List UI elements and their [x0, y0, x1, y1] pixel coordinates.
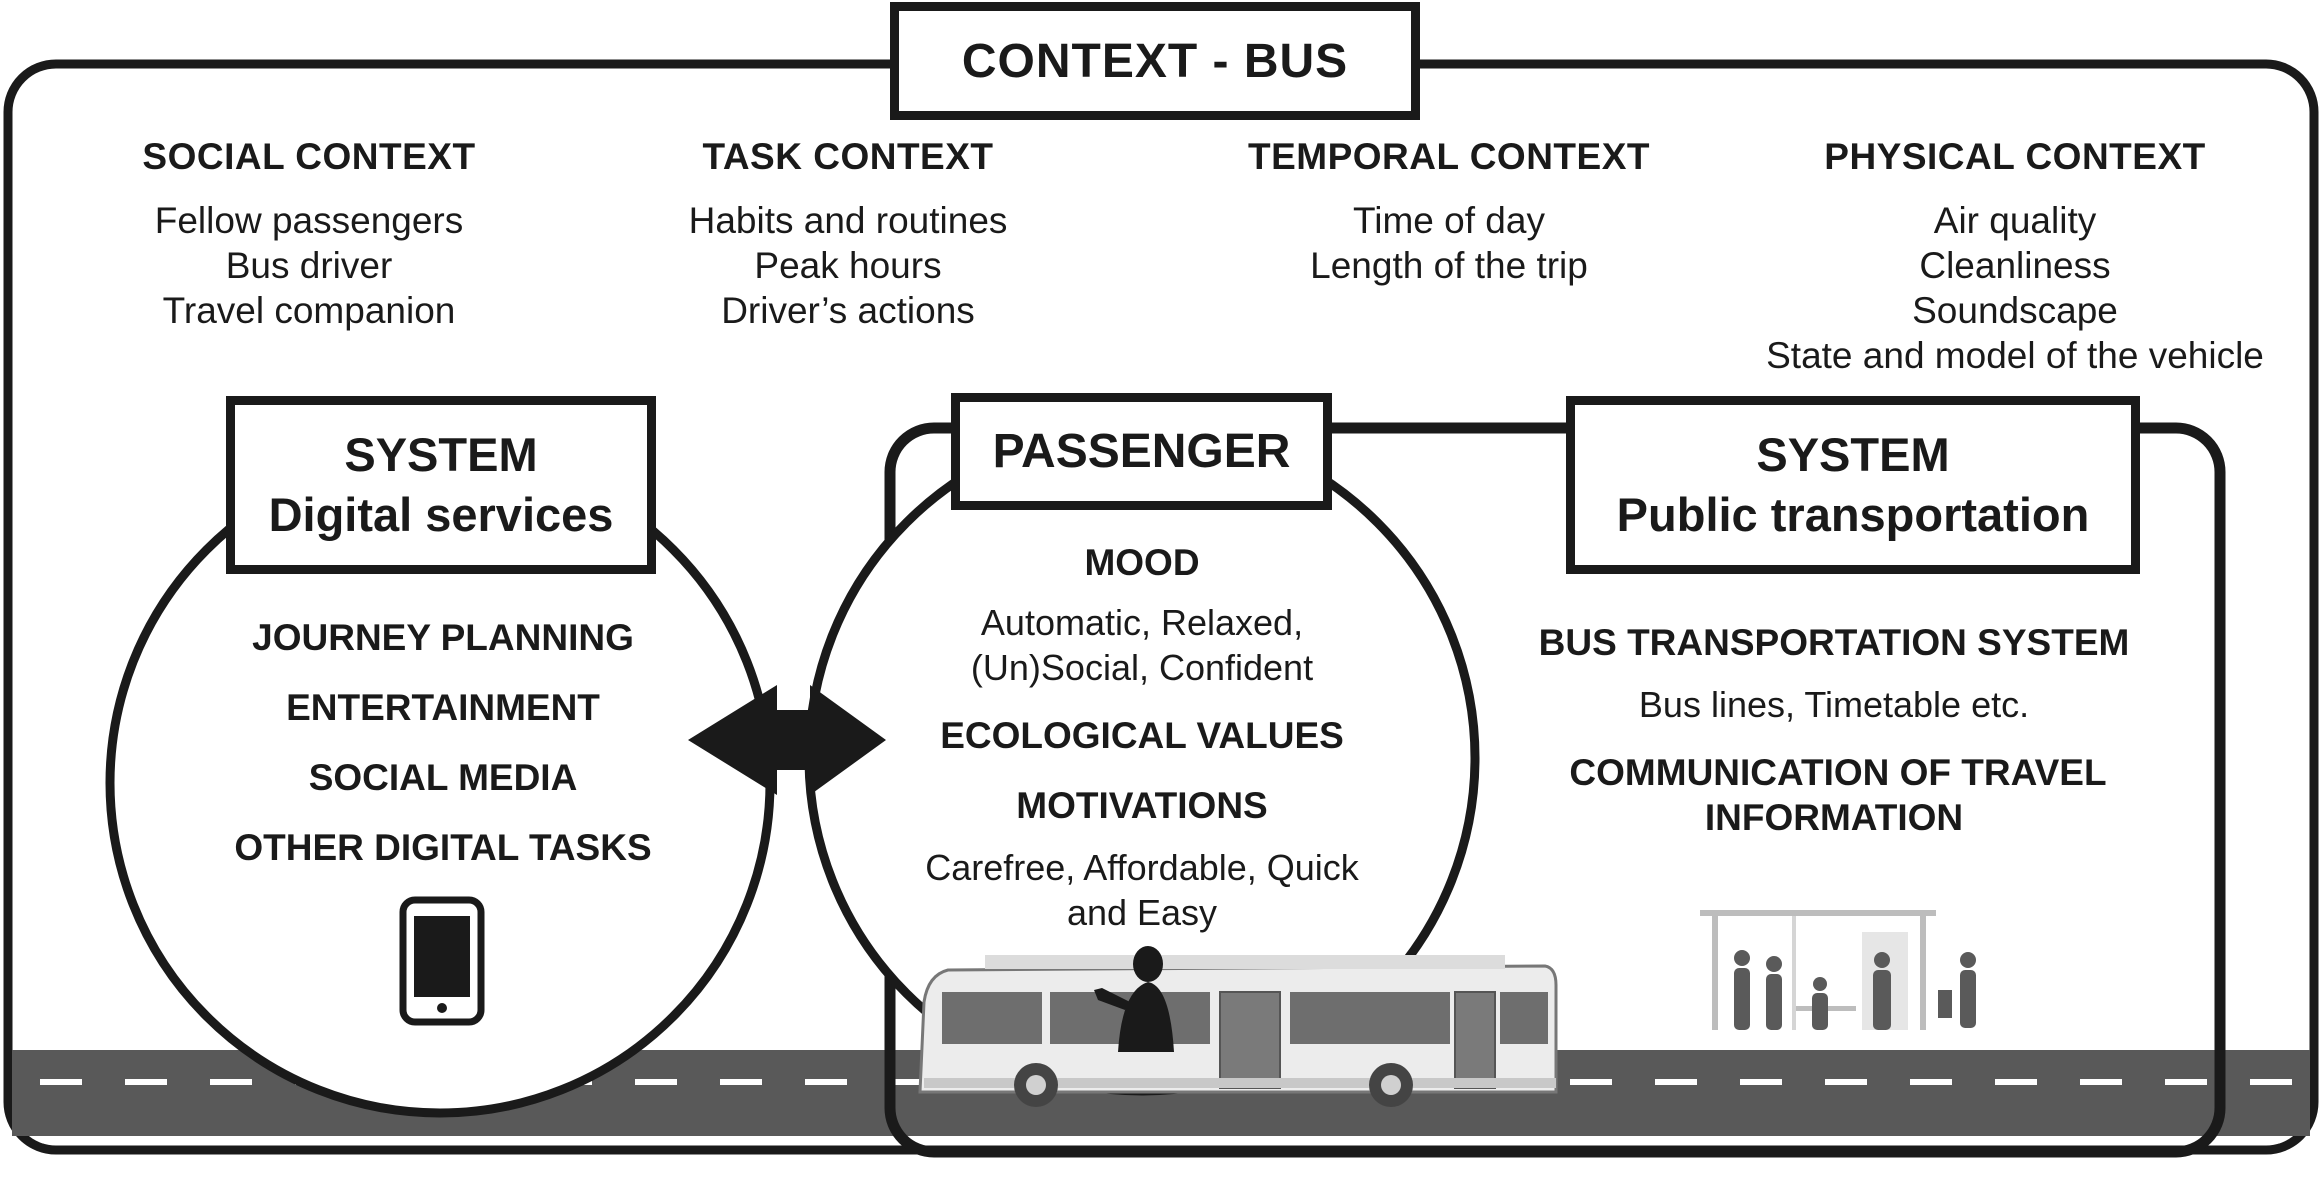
- task-context-item: Driver’s actions: [721, 290, 975, 331]
- digital-services-box: SYSTEM Digital services: [226, 396, 656, 574]
- digital-services-label: Digital services: [268, 488, 614, 541]
- motivations-item: and Easy: [1066, 892, 1218, 933]
- digital-item: JOURNEY PLANNING: [252, 617, 634, 658]
- temporal-context-heading: TEMPORAL CONTEXT: [1248, 136, 1650, 177]
- physical-context-item: Air quality: [1933, 200, 2097, 241]
- social-context-item: Fellow passengers: [154, 200, 464, 241]
- temporal-context-item: Time of day: [1353, 200, 1545, 241]
- motivations-heading: MOTIVATIONS: [1016, 785, 1268, 826]
- smartphone-icon: [399, 896, 485, 1026]
- mood-item: (Un)Social, Confident: [970, 647, 1314, 688]
- communication-heading-line2: INFORMATION: [1704, 797, 1964, 838]
- public-transportation-label: Public transportation: [1616, 488, 2090, 541]
- digital-item: ENTERTAINMENT: [286, 687, 600, 728]
- physical-context-item: Cleanliness: [1919, 245, 2111, 286]
- bus-transportation-system-text: Bus lines, Timetable etc.: [1638, 684, 2030, 725]
- mood-item: Automatic, Relaxed,: [980, 602, 1304, 643]
- context-title: CONTEXT - BUS: [961, 34, 1349, 88]
- public-transportation-box: SYSTEM Public transportation: [1566, 396, 2140, 574]
- transport-system-label: SYSTEM: [1756, 428, 1950, 481]
- social-context-item: Bus driver: [225, 245, 393, 286]
- social-context-heading: SOCIAL CONTEXT: [142, 136, 476, 177]
- bus-icon: [918, 955, 1558, 1107]
- context-title-box: CONTEXT - BUS: [890, 2, 1420, 120]
- digital-system-label: SYSTEM: [344, 428, 538, 481]
- task-context-heading: TASK CONTEXT: [702, 136, 994, 177]
- bus-stop-icon: [1700, 910, 1976, 1030]
- ecological-values-heading: ECOLOGICAL VALUES: [940, 715, 1344, 756]
- physical-context-item: Soundscape: [1912, 290, 2118, 331]
- task-context-item: Habits and routines: [688, 200, 1008, 241]
- passenger-box: PASSENGER: [951, 393, 1332, 510]
- double-arrow-icon: [688, 685, 886, 795]
- temporal-context-item: Length of the trip: [1310, 245, 1588, 286]
- bus-transportation-system-heading: BUS TRANSPORTATION SYSTEM: [1538, 622, 2130, 663]
- social-context-item: Travel companion: [162, 290, 456, 331]
- passenger-silhouette-icon: [1094, 946, 1174, 1052]
- mood-heading: MOOD: [1084, 542, 1200, 583]
- task-context-item: Peak hours: [754, 245, 942, 286]
- passenger-title: PASSENGER: [992, 425, 1291, 478]
- communication-heading-line1: COMMUNICATION OF TRAVEL: [1569, 752, 2107, 793]
- motivations-item: Carefree, Affordable, Quick: [925, 847, 1359, 888]
- digital-item: SOCIAL MEDIA: [308, 757, 578, 798]
- physical-context-heading: PHYSICAL CONTEXT: [1824, 136, 2206, 177]
- physical-context-item: State and model of the vehicle: [1766, 335, 2264, 376]
- digital-item: OTHER DIGITAL TASKS: [234, 827, 652, 868]
